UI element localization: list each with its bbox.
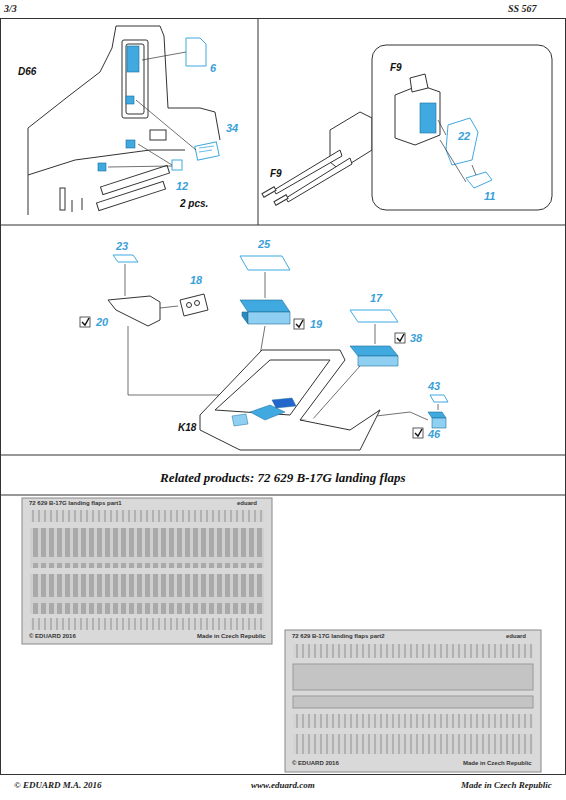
part-name: D66 [18,66,36,77]
part-name: F9 [390,62,402,73]
callout-number: 43 [428,380,440,392]
callout-number: 38 [410,332,422,344]
callout-number: 11 [484,190,495,202]
fret-origin: Made in Czech Republic [196,633,267,639]
part-name: K18 [178,422,196,433]
fret-title: 72 629 B-17G landing flaps part1 [28,500,123,506]
callout-number: 12 [176,180,188,192]
fret-origin: Made in Czech Republic [462,760,533,766]
fret-copyright: © EDUARD 2016 [291,760,340,766]
callout-number: 46 [428,428,440,440]
callout-number: 18 [190,274,202,286]
callout-number: 25 [258,238,270,250]
footer-url: www.eduard.com [251,780,315,790]
callout-number: 34 [226,122,238,134]
fret-title: 72 629 B-17G landing flaps part2 [291,633,386,639]
callout-number: 17 [370,292,382,304]
callout-number: 19 [310,318,322,330]
sheet-code: SS 567 [508,3,537,14]
fret-brand: eduard [505,633,527,639]
related-products-heading: Related products: 72 629 B-17G landing f… [160,470,406,486]
page-number: 3/3 [4,3,17,14]
footer-copyright: © EDUARD M.A. 2016 [14,780,102,790]
callout-number: 20 [96,316,108,328]
quantity-note: 2 pcs. [180,198,208,209]
fret-copyright: © EDUARD 2016 [28,633,77,639]
part-name: F9 [270,168,282,179]
callout-number: 23 [116,240,128,252]
callout-number: 22 [458,130,470,142]
callout-number: 6 [210,62,216,74]
fret-brand: eduard [236,500,258,506]
footer-origin: Made in Czech Republic [461,780,552,790]
